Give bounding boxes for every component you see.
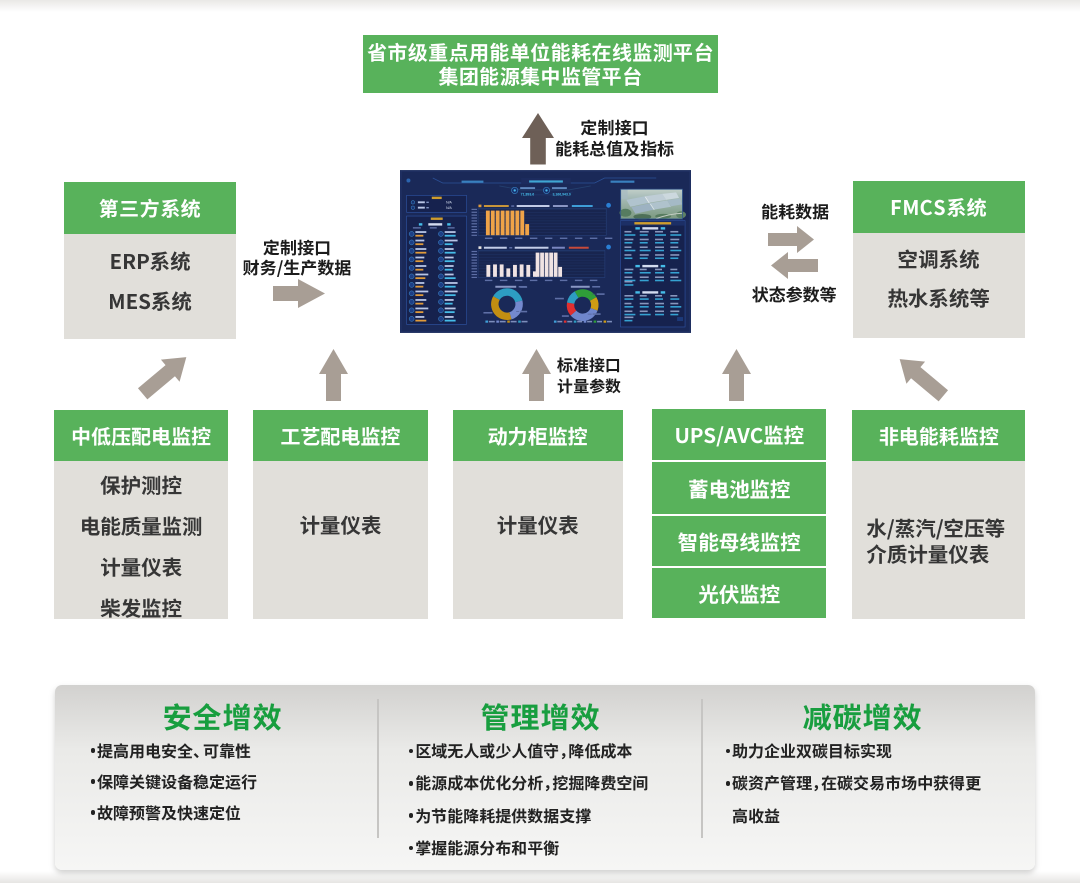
svg-text:N/A: N/A (446, 206, 452, 210)
svg-text:71,893.6: 71,893.6 (521, 193, 535, 197)
svg-text:3,166,943.0: 3,166,943.0 (552, 193, 570, 197)
svg-text:N/A: N/A (446, 201, 452, 205)
